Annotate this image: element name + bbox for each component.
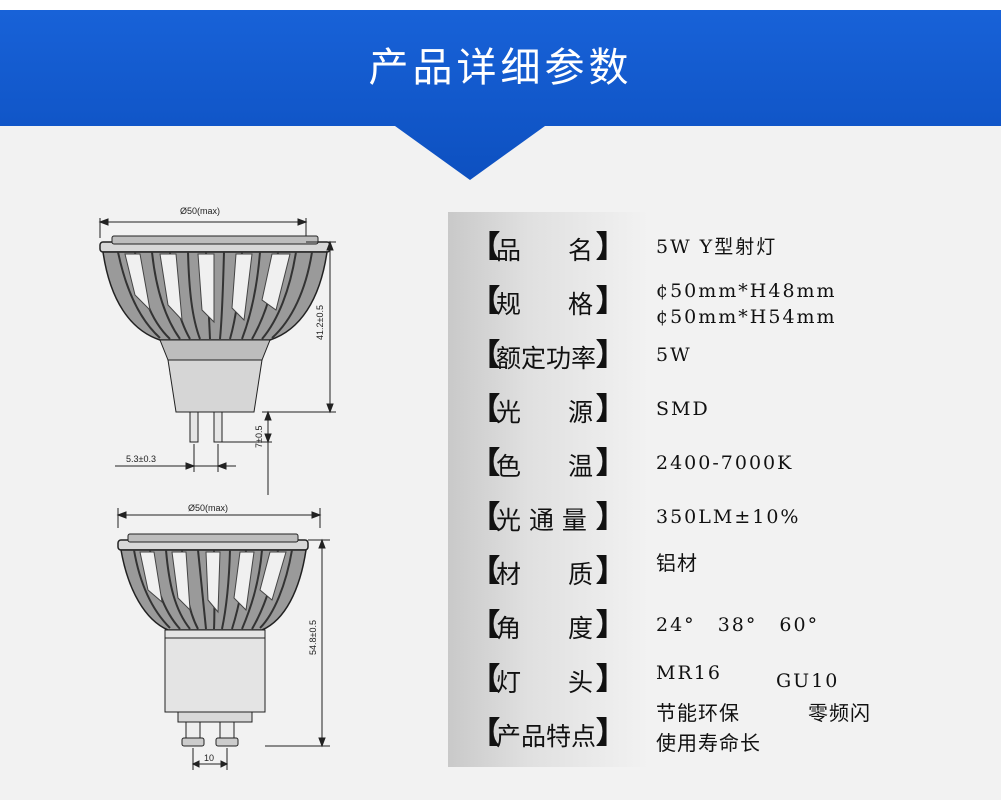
technical-drawing: Ø50(max) 41.2±0.5 7±0.5 5.3±0.3 Ø50(max)…: [98, 206, 336, 770]
spec-value-2: ¢50mm*H54mm: [656, 306, 837, 328]
header-band: [0, 0, 1001, 180]
spec-row-material: 【 材 质 】 铝材: [448, 540, 896, 590]
spec-panel: 【 品 名 】 5W Y型射灯 【 规 格 】 ¢50mm*H48mm ¢50m…: [448, 212, 896, 767]
spec-value: 5W: [656, 344, 692, 366]
spec-label: 材: [496, 560, 522, 589]
spec-value: SMD: [656, 398, 710, 420]
spec-row-flux: 【 光 通 量 】 350LM±10%: [448, 486, 896, 536]
spec-label: 质: [568, 560, 594, 589]
spec-label: 品: [496, 236, 522, 265]
spec-label: 温: [568, 452, 594, 481]
spec-label: 头: [568, 668, 594, 697]
spec-value-2: 零频闪: [808, 701, 871, 725]
spec-value: 5W Y型射灯: [656, 236, 778, 258]
spec-value: 24° 38° 60°: [656, 614, 820, 636]
spec-value: 350LM±10%: [656, 506, 801, 528]
spec-label: 产品特点: [496, 722, 597, 751]
spec-row-angle: 【 角 度 】 24° 38° 60°: [448, 594, 896, 644]
spec-label: 光: [496, 398, 522, 427]
spec-label: 角: [496, 614, 522, 643]
spec-label: 格: [568, 290, 594, 319]
spec-label: 名: [568, 236, 594, 265]
spec-row-base: 【 灯 头 】 MR16 GU10: [448, 648, 896, 698]
dim-bottom-height: 54.8±0.5: [308, 620, 318, 655]
spec-label: 规: [496, 290, 522, 319]
spec-value-3: 使用寿命长: [656, 731, 761, 755]
page-title: 产品详细参数: [368, 45, 633, 91]
spec-label: 源: [568, 398, 594, 427]
dim-bottom-pin-spacing: 10: [204, 753, 214, 763]
spec-row-name: 【 品 名 】 5W Y型射灯: [448, 216, 896, 266]
dim-top-height: 41.2±0.5: [315, 305, 325, 340]
spec-label: 灯: [496, 668, 522, 697]
spec-label: 额定功率: [496, 344, 597, 373]
spec-row-size: 【 规 格 】 ¢50mm*H48mm ¢50mm*H54mm: [470, 280, 837, 328]
spec-label: 度: [568, 614, 594, 643]
spec-label: 光 通 量: [496, 506, 587, 535]
spec-value: ¢50mm*H48mm: [656, 280, 837, 302]
dim-bottom-diameter: Ø50(max): [188, 503, 228, 513]
dim-top-diameter: Ø50(max): [180, 206, 220, 216]
spec-row-features: 【 产品特点 】 节能环保 零频闪 使用寿命长: [448, 701, 896, 755]
spec-value-2: GU10: [776, 670, 840, 692]
spec-row-cct: 【 色 温 】 2400-7000K: [448, 432, 896, 482]
spec-label: 色: [496, 452, 522, 481]
spec-value: 节能环保: [656, 701, 740, 725]
dim-pin-spacing: 5.3±0.3: [126, 454, 156, 464]
spec-row-power: 【 额定功率 】 5W: [448, 324, 896, 374]
dim-pin-length: 7±0.5: [254, 426, 264, 448]
spec-value: 2400-7000K: [656, 452, 794, 474]
spec-value: MR16: [656, 662, 722, 684]
spec-value: 铝材: [656, 551, 698, 575]
spec-row-source: 【 光 源 】 SMD: [448, 378, 896, 428]
